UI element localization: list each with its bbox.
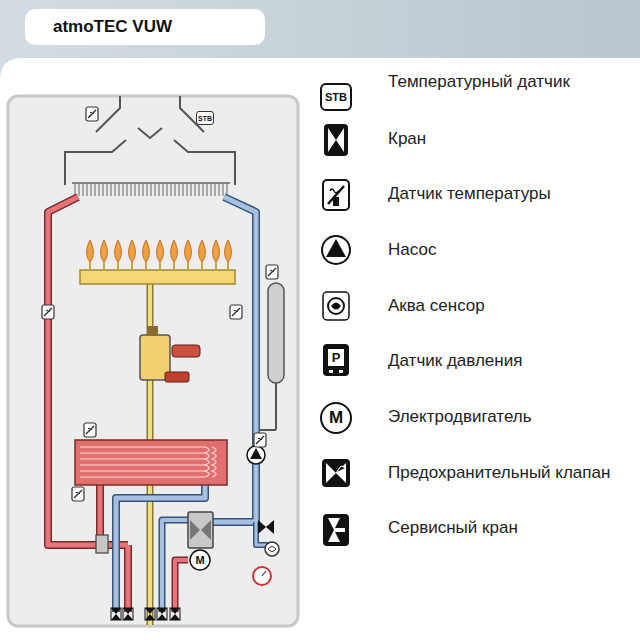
- sensor-symbol: [323, 180, 349, 210]
- motor-label: M: [321, 403, 351, 433]
- aqua-sensor: [265, 542, 279, 556]
- pressure-label: P: [328, 349, 344, 366]
- stb-label: STB: [196, 111, 214, 125]
- pump-symbol: [247, 446, 265, 464]
- boiler-casing: [8, 96, 298, 626]
- valve-symbol: [324, 124, 348, 156]
- flue-hood: [65, 96, 235, 185]
- gas-valve: [140, 326, 200, 382]
- title-box: atmoTEC VUW: [25, 9, 265, 45]
- stb-symbol: [321, 84, 351, 110]
- heat-exchanger: [72, 183, 230, 196]
- legend-symbols: [321, 84, 351, 546]
- service-valve-symbol: [323, 514, 349, 546]
- motor-symbol: [321, 403, 351, 433]
- legend-text: Температурный датчик: [388, 72, 570, 92]
- title-text: atmoTEC VUW: [53, 17, 172, 36]
- safety-valve-symbol: [322, 459, 350, 487]
- plate-heat-exchanger: [75, 440, 227, 485]
- stb-label: STB: [321, 84, 351, 110]
- service-valves: [111, 608, 180, 620]
- legend-text: Аква сенсор: [388, 296, 485, 316]
- return-pipe: [116, 197, 268, 612]
- pump-symbol: [322, 236, 350, 264]
- burner: [80, 240, 235, 284]
- motor-label: M: [190, 550, 210, 570]
- legend-text: Кран: [388, 129, 426, 149]
- legend-text: Электродвигатель: [388, 407, 532, 427]
- legend-text: Насос: [388, 240, 436, 260]
- diverter-valve: [188, 512, 213, 570]
- legend-text: Датчик температуры: [388, 184, 551, 204]
- pressure-gauge: [253, 567, 271, 585]
- temperature-sensor: [42, 107, 278, 501]
- pressure-sensor-symbol: [323, 344, 349, 376]
- legend-text: Датчик давления: [388, 351, 522, 371]
- legend-text: Предохранительный клапан: [388, 463, 610, 483]
- legend-text: Сервисный кран: [388, 518, 518, 538]
- expansion-vessel: [260, 283, 284, 430]
- safety-valve: [258, 520, 274, 534]
- junction-block: [96, 535, 108, 553]
- aqua-sensor-symbol: [323, 292, 349, 320]
